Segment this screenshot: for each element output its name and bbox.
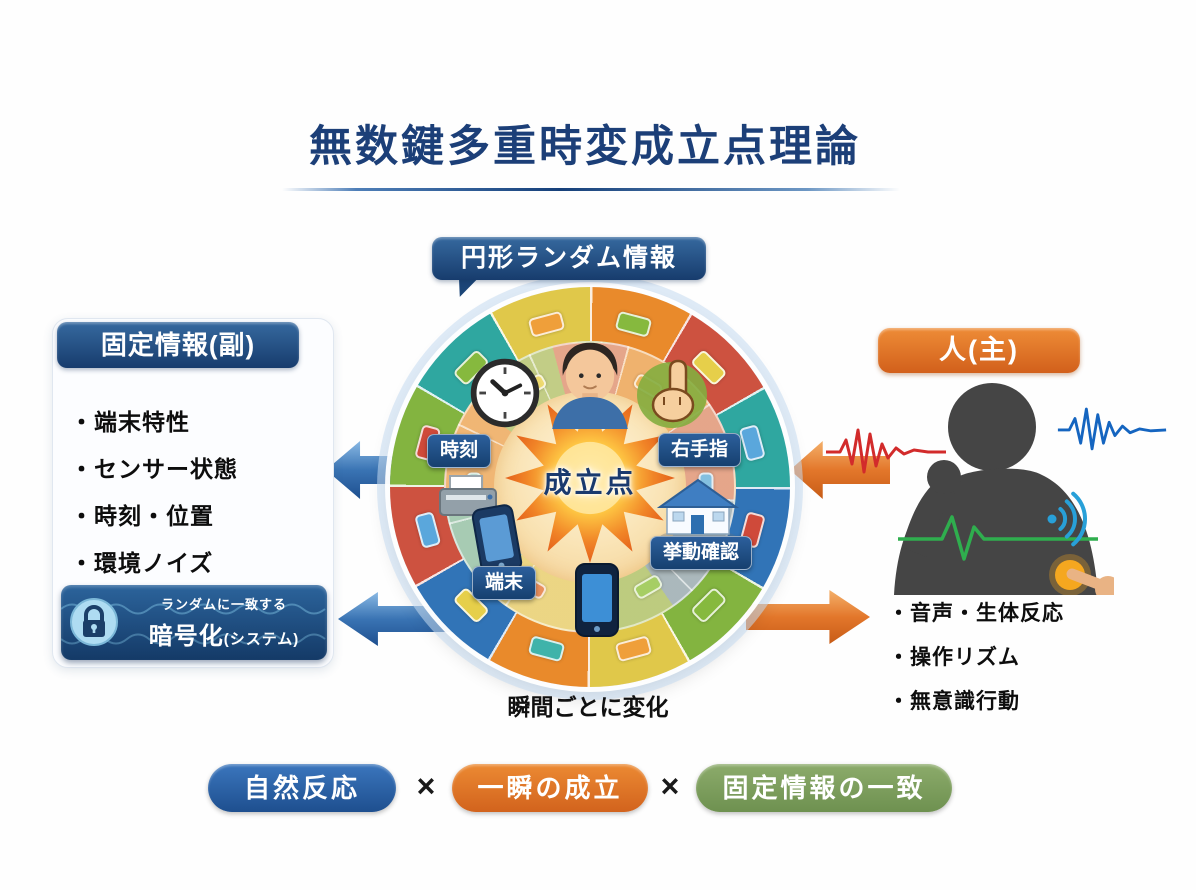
encryption-line2: 暗号化(システム) [125, 616, 323, 651]
list-item: ・端末特性 [70, 409, 190, 435]
wheel-center-label: 成立点 [543, 467, 637, 498]
device-label: 端末 [472, 566, 537, 600]
orange-arrow-right-bottom-icon [746, 590, 870, 644]
list-item: ・時刻・位置 [70, 503, 214, 529]
formula-instant-establishment: 一瞬の成立 [452, 764, 648, 812]
starburst-icon [505, 393, 675, 563]
wheel-chip [527, 310, 566, 338]
random-info-wheel: 成立点 [390, 287, 790, 687]
fixed-info-header: 固定情報(副) [57, 322, 299, 368]
encryption-suffix: (システム) [223, 631, 300, 648]
fixed-info-panel: 固定情報(副) ・端末特性 ・センサー状態 ・時刻・位置 ・環境ノイズ ランダム… [52, 318, 334, 668]
wheel-chip [614, 310, 653, 338]
blue-arrow-left-bottom-icon [338, 592, 460, 646]
list-item: ・操作リズム [888, 646, 1020, 669]
wheel-caption: 瞬間ごとに変化 [507, 694, 669, 720]
list-item: ・センサー状態 [70, 456, 238, 482]
title-underline-decoration [282, 188, 900, 191]
blue-arrow-left-top-icon [326, 441, 430, 499]
encryption-line1: ランダムに一致する [160, 597, 287, 612]
red-soundwave-icon [826, 428, 946, 474]
person-silhouette [894, 383, 1098, 595]
wheel-chip [738, 424, 766, 462]
finger-label: 右手指 [658, 433, 742, 467]
formula-natural-reaction: 自然反応 [208, 764, 396, 812]
orange-arrow-into-wheel-icon [790, 441, 890, 499]
time-label: 時刻 [427, 434, 492, 468]
wheel-chip [527, 635, 566, 663]
heartbeat-line-icon [898, 515, 1098, 561]
pointing-finger-icon [637, 359, 707, 428]
encryption-main: 暗号化 [148, 623, 224, 650]
wheel-chip [690, 586, 728, 625]
list-item: ・音声・生体反応 [888, 602, 1064, 625]
behavior-label: 挙動確認 [650, 536, 753, 570]
smartphone-icon [575, 563, 619, 637]
list-item: ・環境ノイズ [70, 550, 214, 576]
user-face-icon [552, 342, 628, 429]
person-header-label: 人(主) [878, 328, 1080, 373]
wheel-chip [614, 635, 653, 663]
wifi-icon [1047, 491, 1087, 547]
wheel-top-label: 円形ランダム情報 [432, 237, 706, 280]
list-item: ・無意識行動 [888, 690, 1020, 713]
lock-icon [70, 598, 118, 646]
touch-hand-icon [1049, 554, 1114, 595]
encryption-box: ランダムに一致する 暗号化(システム) [61, 585, 327, 660]
person-traits-list: ・音声・生体反応 ・操作リズム ・無意識行動 [888, 592, 1064, 724]
fixed-info-list: ・端末特性 ・センサー状態 ・時刻・位置 ・環境ノイズ [70, 399, 238, 587]
page-title: 無数鍵多重時変成立点理論 [309, 123, 861, 171]
blue-soundwave-icon [1057, 407, 1167, 451]
multiply-operator: × [416, 768, 436, 804]
multiply-operator: × [660, 768, 680, 804]
person-silhouette-icon [894, 383, 1114, 595]
encryption-text: ランダムに一致する 暗号化(システム) [125, 594, 323, 651]
clock-icon [470, 358, 540, 428]
formula-fixed-info-match: 固定情報の一致 [696, 764, 952, 812]
